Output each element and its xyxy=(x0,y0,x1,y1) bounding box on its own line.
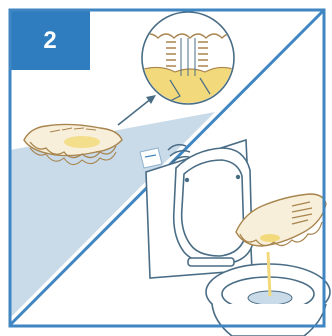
product-card xyxy=(140,148,162,168)
arrow-up-right-icon xyxy=(118,95,156,125)
step-number: 2 xyxy=(43,27,56,54)
magnified-detail xyxy=(140,12,236,110)
stream xyxy=(268,252,270,296)
toilet xyxy=(146,140,330,336)
